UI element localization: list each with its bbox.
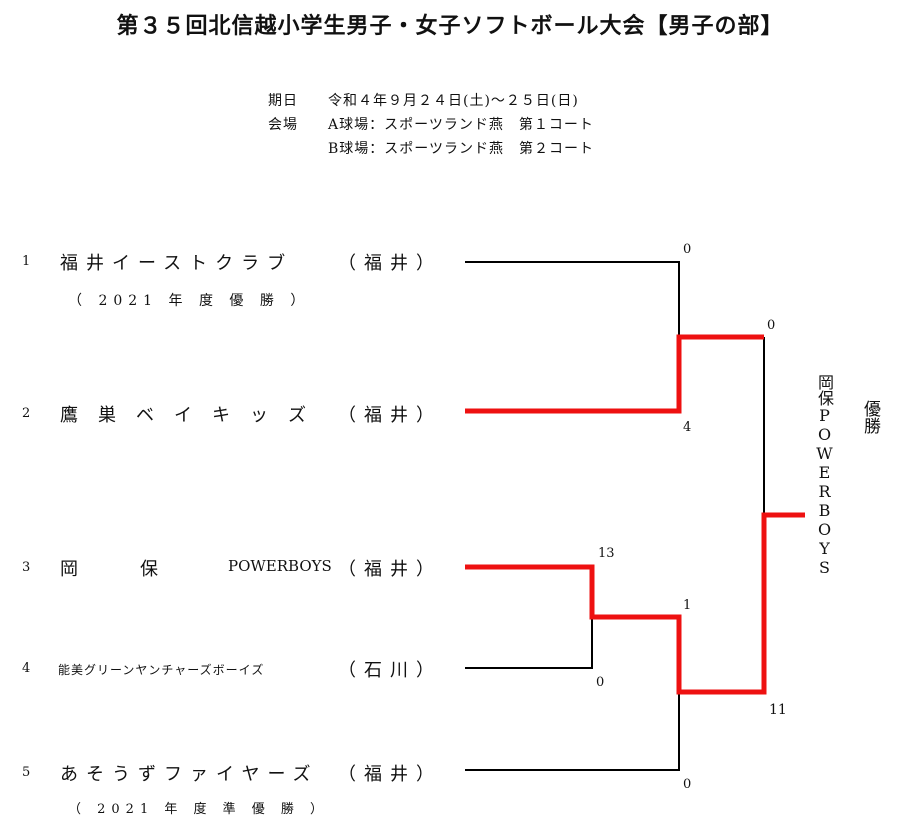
- venue-a: A球場：スポーツランド燕 第１コート: [328, 117, 594, 133]
- score-final-top: 0: [767, 318, 776, 333]
- line-team1: [465, 261, 680, 337]
- seed-5: 5: [22, 765, 31, 780]
- score-m2-team4: 0: [596, 675, 605, 690]
- score-m1-team1: 0: [683, 242, 692, 257]
- team-2-pref: （福井）: [338, 405, 442, 426]
- loser-lines: [465, 261, 765, 771]
- venue-b: B球場：スポーツランド燕 第２コート: [328, 141, 595, 157]
- date-label: 期日: [268, 93, 298, 109]
- line-team3: [465, 512, 805, 695]
- line-team2: [465, 334, 764, 414]
- score-m2-team3: 13: [598, 546, 615, 561]
- venue-label: 会場: [268, 117, 298, 133]
- team-1-name: 福井イーストクラブ: [60, 253, 294, 274]
- page-title: 第３５回北信越小学生男子・女子ソフトボール大会【男子の部】: [116, 14, 784, 39]
- team-1-pref: （福井）: [338, 253, 442, 274]
- team-3-name-mid: 保: [140, 559, 166, 580]
- seed-4: 4: [22, 661, 31, 676]
- seed-3: 3: [22, 560, 31, 575]
- team-1-note: （ 2021 年 度 優 勝 ）: [68, 293, 311, 309]
- seed-2: 2: [22, 406, 31, 421]
- team-5-name: あそうずファイヤーズ: [60, 764, 319, 785]
- score-m1-team2: 4: [683, 420, 692, 435]
- winner-lines: [465, 334, 805, 695]
- score-final-bottom: 11: [769, 702, 787, 718]
- team-3-pref: （福井）: [338, 559, 442, 580]
- champion-label: 優勝: [860, 400, 880, 434]
- date-value: 令和４年９月２４日(土)～２５日(日): [328, 93, 579, 109]
- team-3-name-right: POWERBOYS: [228, 557, 332, 575]
- team-4-pref: （石川）: [338, 660, 442, 681]
- score-m3-team5: 0: [683, 777, 692, 792]
- team-3-name-left: 岡: [60, 559, 86, 580]
- champion-name: 岡保POWERBOYS: [815, 374, 834, 577]
- line-team4: [465, 617, 593, 669]
- team-2-name: 鷹巣ベイキッズ: [60, 405, 326, 426]
- line-team5: [465, 692, 680, 771]
- seed-1: 1: [22, 254, 31, 269]
- team-4-name: 能美グリーンヤンチャーズボーイズ: [58, 663, 265, 677]
- score-m3-top: 1: [683, 598, 692, 613]
- team-5-note: （ 2021 年 度 準 優 勝 ）: [68, 802, 330, 817]
- team-5-pref: （福井）: [338, 764, 442, 785]
